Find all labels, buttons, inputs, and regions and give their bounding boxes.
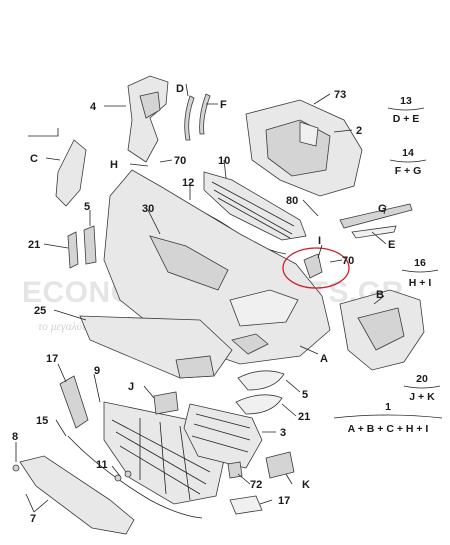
- callout-30: 30: [142, 203, 154, 215]
- legend-14-num: 14: [402, 147, 414, 159]
- part-21-insert-right: [235, 394, 283, 415]
- part-9-mesh: [111, 418, 211, 501]
- callout-4: 4: [90, 101, 97, 113]
- callout-80: 80: [286, 195, 298, 207]
- part-10-grille: [203, 171, 307, 241]
- part-K-bracket: [265, 451, 295, 479]
- legend-1-num: 1: [385, 401, 391, 413]
- callout-2: 2: [356, 125, 362, 137]
- callout-B: B: [376, 289, 384, 301]
- corner-marker: [28, 128, 59, 137]
- callout-5-right: 5: [302, 389, 308, 401]
- callout-9: 9: [94, 365, 100, 377]
- part-I-bracket: [303, 253, 323, 279]
- part-17-left: [59, 375, 89, 429]
- legend-13-num: 13: [400, 95, 412, 107]
- part-5-insert-left: [83, 225, 97, 265]
- callout-K: K: [302, 479, 310, 491]
- callout-17: 17: [46, 353, 58, 365]
- legend-1: 1 A + B + C + H + I: [333, 401, 443, 435]
- callout-10: 10: [218, 155, 230, 167]
- callout-17-right: 17: [278, 495, 290, 507]
- part-3-deflector: [183, 403, 263, 469]
- callout-12: 12: [182, 177, 194, 189]
- part-J-bracket: [153, 391, 179, 415]
- callout-25: 25: [34, 305, 46, 317]
- legend-13-formula: D + E: [393, 113, 420, 125]
- legend-20-num: 20: [416, 373, 428, 385]
- part-2-centre: [299, 121, 319, 147]
- part-25-end: [175, 355, 215, 379]
- part-E-strip: [351, 225, 397, 239]
- legend-1-brace: [333, 414, 443, 419]
- part-21-insert-left: [67, 231, 79, 269]
- callout-A: A: [320, 353, 328, 365]
- legend-13: 13 D + E: [387, 95, 425, 125]
- part-11-clip-b: [124, 470, 132, 478]
- part-3-slats: [191, 413, 251, 453]
- legend-20-brace: [403, 385, 441, 389]
- part-D-strip: [184, 95, 195, 141]
- callout-3: 3: [280, 427, 286, 439]
- callout-73: 73: [334, 89, 346, 101]
- part-30-lower-bracket: [149, 235, 229, 291]
- callout-D: D: [176, 83, 184, 95]
- part-11-clip-a: [114, 474, 122, 482]
- legend-14-formula: F + G: [395, 165, 422, 177]
- callout-7: 7: [30, 513, 36, 525]
- part-A-fog-recess: [229, 289, 299, 327]
- callout-11: 11: [96, 459, 108, 471]
- part-B-inner: [357, 307, 405, 351]
- callout-70-right: 70: [342, 255, 354, 267]
- part-4-inner: [139, 91, 161, 119]
- callout-15: 15: [36, 415, 48, 427]
- highlight-circle: [282, 247, 350, 289]
- callout-H: H: [110, 159, 118, 171]
- part-C-bracket: [55, 139, 87, 207]
- part-17-right: [229, 495, 263, 515]
- legend-14: 14 F + G: [389, 147, 427, 177]
- callout-72: 72: [250, 479, 262, 491]
- callout-F: F: [220, 99, 227, 111]
- legend-20-formula: J + K: [409, 391, 435, 403]
- part-F-strip: [199, 93, 211, 135]
- callout-G: G: [378, 203, 387, 215]
- part-15-strip: [67, 435, 203, 519]
- legend-14-brace: [389, 159, 427, 163]
- callout-5: 5: [84, 201, 90, 213]
- legend-13-brace: [387, 107, 425, 111]
- part-7-lip: [19, 455, 135, 535]
- part-4-bracket: [127, 75, 169, 163]
- part-5-insert-right: [237, 370, 285, 391]
- legend-16: 16 H + I: [401, 257, 439, 289]
- leader-lines: [15, 83, 387, 513]
- part-G-strip: [339, 203, 413, 229]
- callout-21-right: 21: [298, 411, 310, 423]
- callout-8: 8: [12, 431, 18, 443]
- callout-J: J: [128, 381, 134, 393]
- legend-16-num: 16: [414, 257, 426, 269]
- callout-E: E: [388, 239, 395, 251]
- part-A-lamp-recess: [231, 333, 269, 355]
- part-8-clip: [12, 464, 20, 472]
- callout-C: C: [30, 153, 38, 165]
- legend-1-formula: A + B + C + H + I: [348, 423, 429, 435]
- legend-16-brace: [401, 269, 439, 273]
- legend-20: 20 J + K: [403, 373, 441, 403]
- part-10-slats: [211, 181, 295, 239]
- callout-21: 21: [28, 239, 40, 251]
- legend-16-formula: H + I: [409, 277, 432, 289]
- callout-70: 70: [174, 155, 186, 167]
- callout-I: I: [318, 235, 321, 247]
